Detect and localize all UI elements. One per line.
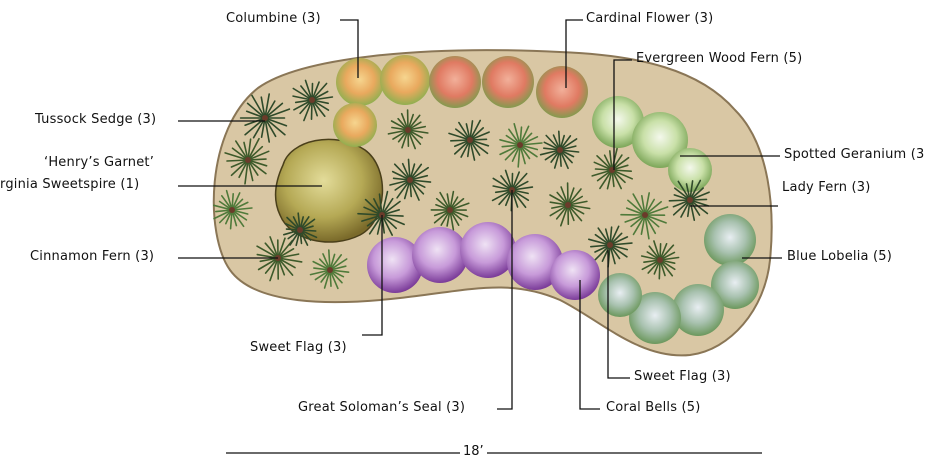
- label-coral-bells: Coral Bells (5): [606, 400, 701, 416]
- label-sweetspire-line1: ‘Henry’s Garnet’: [44, 155, 154, 171]
- label-sweet-flag-left: Sweet Flag (3): [250, 340, 347, 356]
- label-lady-fern: Lady Fern (3): [782, 180, 871, 196]
- label-sweetspire-line2: rginia Sweetspire (1): [0, 177, 139, 193]
- label-spotted-geranium: Spotted Geranium (3: [784, 147, 924, 163]
- label-evergreen-wood-fern: Evergreen Wood Fern (5): [636, 51, 802, 67]
- label-columbine: Columbine (3): [226, 11, 321, 27]
- label-sweet-flag-right: Sweet Flag (3): [634, 369, 731, 385]
- label-great-solomons-seal: Great Soloman’s Seal (3): [298, 400, 465, 416]
- label-cinnamon-fern: Cinnamon Fern (3): [30, 249, 154, 265]
- label-blue-lobelia: Blue Lobelia (5): [787, 249, 892, 265]
- label-tussock-sedge: Tussock Sedge (3): [35, 112, 156, 128]
- label-cardinal-flower: Cardinal Flower (3): [586, 11, 713, 27]
- scale-label: 18’: [460, 444, 487, 460]
